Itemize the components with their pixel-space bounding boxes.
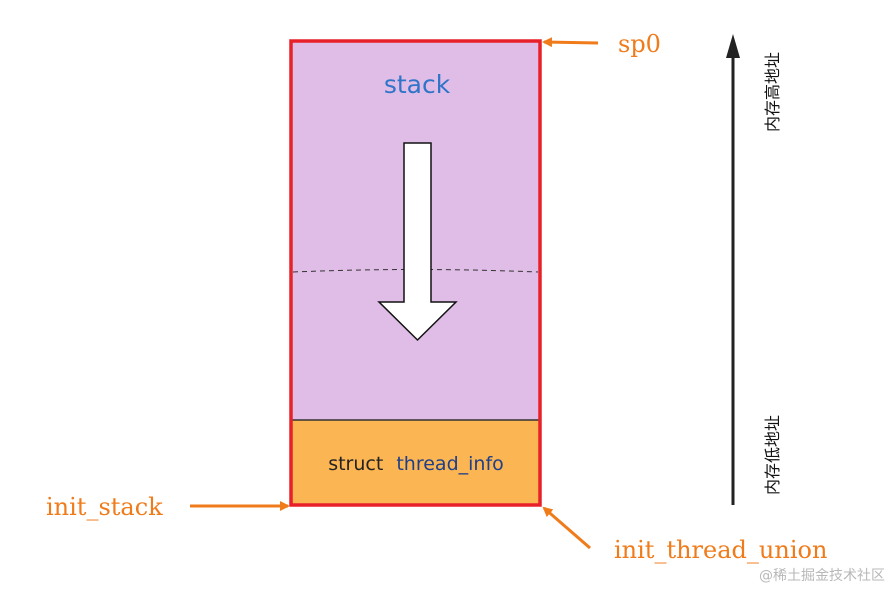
- thread-info-prefix: struct: [328, 453, 383, 475]
- low-address-label: 内存低地址: [763, 415, 782, 495]
- thread-union-border: [289, 39, 542, 507]
- stack-growth-down-arrow: [377, 142, 458, 342]
- init-thread-union-label: init_thread_union: [614, 536, 827, 564]
- stack-label: stack: [384, 70, 451, 99]
- thread-info-label: struct thread_info: [328, 453, 504, 475]
- high-address-label: 内存高地址: [763, 52, 782, 132]
- sp0-label: sp0: [618, 30, 661, 58]
- init-stack-label: init_stack: [46, 493, 163, 521]
- thread-info-name: thread_info: [396, 453, 503, 475]
- init-thread-union-arrow: [542, 506, 591, 550]
- stack-level-dashed-line: [292, 269, 539, 273]
- sp0-arrow: [542, 37, 599, 48]
- address-axis-up-arrowhead: [726, 34, 740, 58]
- watermark: @稀土掘金技术社区: [759, 568, 885, 584]
- thread-info-region: [291, 420, 540, 505]
